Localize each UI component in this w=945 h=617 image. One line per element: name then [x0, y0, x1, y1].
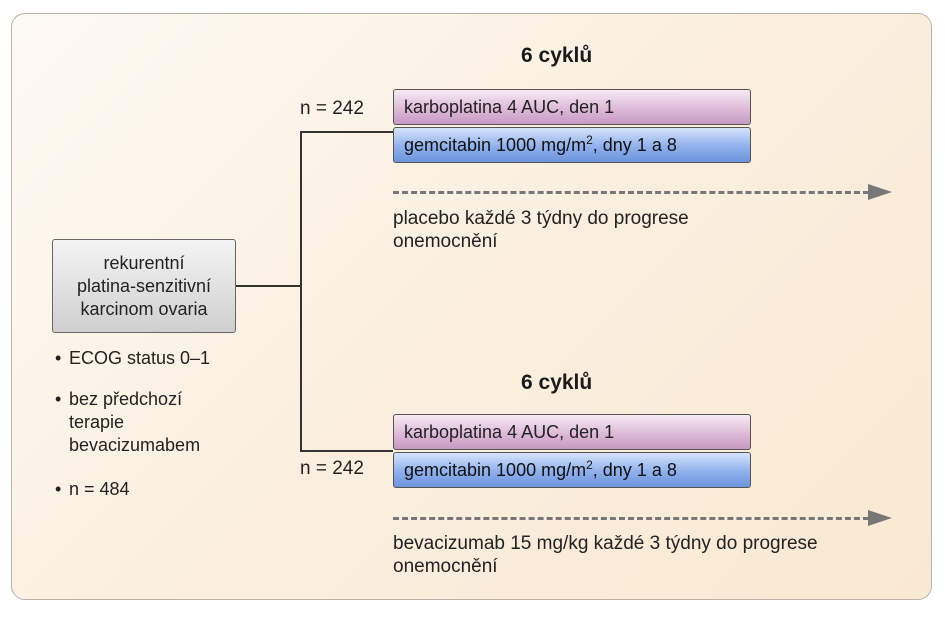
maintenance-line: onemocnění: [393, 556, 498, 577]
population-box: rekurentní platina-senzitivní karcinom o…: [52, 239, 236, 333]
arm-2-maintenance-text: bevacizumab 15 mg/kg každé 3 týdny do pr…: [393, 532, 818, 578]
gemcitabine-dose: gemcitabin 1000 mg/m: [404, 135, 587, 155]
bullet-text: terapie: [69, 412, 125, 432]
criteria-bullet-ecog: • ECOG status 0–1: [55, 347, 210, 370]
connector-arm-1: [300, 131, 393, 133]
connector-horizontal: [236, 285, 301, 287]
gemcitabine-days: , dny 1 a 8: [592, 460, 677, 480]
superscript: 2: [586, 458, 593, 472]
population-line-3: karcinom ovaria: [80, 298, 208, 319]
arm-1-cycles-label: 6 cyklů: [521, 44, 593, 67]
arm-2-arrowhead-icon: [868, 510, 892, 526]
bullet-dot: •: [55, 348, 62, 368]
bullet-text: bez předchozí: [69, 389, 183, 409]
arm-1-arrowhead-icon: [868, 184, 892, 200]
gemcitabine-days: , dny 1 a 8: [592, 135, 677, 155]
arm-2-n-label: n = 242: [300, 458, 364, 479]
population-line-2: platina-senzitivní: [76, 275, 212, 296]
maintenance-line: onemocnění: [393, 231, 498, 252]
criteria-bullet-prior: • bez předchozí terapie bevacizumabem: [55, 388, 200, 457]
bullet-text: n = 484: [69, 479, 130, 499]
superscript: 2: [586, 133, 593, 147]
arm-2-maintenance-dashes: [393, 517, 869, 520]
population-line-1: rekurentní: [103, 252, 185, 273]
arm-1-maintenance-text: placebo každé 3 týdny do progrese onemoc…: [393, 207, 689, 253]
connector-vertical: [300, 131, 302, 451]
bullet-text: ECOG status 0–1: [69, 348, 211, 368]
arm-2-carboplatin-bar: karboplatina 4 AUC, den 1: [393, 414, 751, 450]
maintenance-line: bevacizumab 15 mg/kg každé 3 týdny do pr…: [393, 533, 818, 554]
bullet-text: bevacizumabem: [69, 435, 201, 455]
arm-1-gemcitabine-bar: gemcitabin 1000 mg/m2, dny 1 a 8: [393, 127, 751, 163]
maintenance-line: placebo každé 3 týdny do progrese: [393, 208, 689, 229]
connector-arm-2: [300, 450, 393, 452]
arm-1-maintenance-dashes: [393, 191, 869, 194]
bullet-dot: •: [55, 389, 62, 409]
criteria-bullet-n: • n = 484: [55, 478, 130, 501]
gemcitabine-dose: gemcitabin 1000 mg/m: [404, 460, 587, 480]
arm-1-carboplatin-bar: karboplatina 4 AUC, den 1: [393, 89, 751, 125]
bullet-dot: •: [55, 479, 62, 499]
arm-2-cycles-label: 6 cyklů: [521, 371, 593, 394]
arm-2-gemcitabine-bar: gemcitabin 1000 mg/m2, dny 1 a 8: [393, 452, 751, 488]
arm-1-n-label: n = 242: [300, 98, 364, 119]
